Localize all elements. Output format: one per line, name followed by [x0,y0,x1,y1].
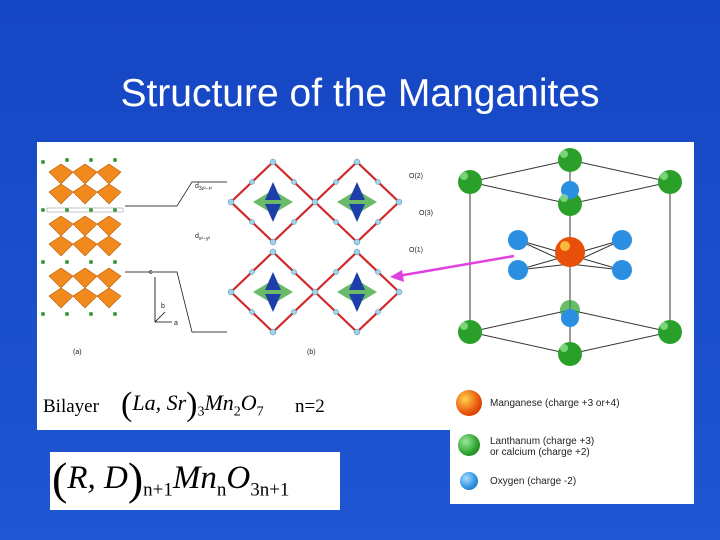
o2-label: O(2) [409,173,423,180]
d-3z2-label: d3z²−r² [195,183,212,192]
perovskite-cell-drawing [458,148,682,366]
oxygen-ball-icon [460,472,478,490]
legend-manganese: Manganese (charge +3 or+4) [456,390,620,416]
legend-lanthanum: Lanthanum (charge +3) or calcium (charge… [458,434,594,458]
perovskite-cell-figure: Manganese (charge +3 or+4) Lanthanum (ch… [450,142,694,504]
bilayer-formula: (La, Sr)3Mn2O7 [121,386,264,423]
panel-b-drawing: d3z²−r² dx²−y² O(2) O(3) O(1) (b) [195,158,433,356]
bilayer-formula-row: Bilayer (La, Sr)3Mn2O7 n=2 [37,384,450,430]
axis-c-label: c [149,269,153,276]
d-x2y2-label: dx²−y² [195,233,210,242]
crystal-structure-figure: c b a (a) [37,142,450,384]
axis-b-label: b [161,303,165,310]
o1-label: O(1) [409,247,423,254]
n-value: n=2 [295,396,325,417]
panel-a-drawing: c b a (a) [41,158,227,356]
axis-a-label: a [174,320,178,327]
panel-a-label: (a) [73,349,82,356]
lanthanum-ball-icon [458,434,480,456]
manganese-ball-icon [456,390,482,416]
general-formula: (R, D)n+1MnnO3n+1 [52,453,290,504]
pointer-arrow [390,254,515,282]
o3-label: O(3) [419,210,433,217]
slide-title: Structure of the Manganites [120,72,600,115]
bilayer-label: Bilayer [43,396,99,417]
crystal-structure-drawing: c b a (a) [41,158,433,356]
panel-b-label: (b) [307,349,316,356]
legend-oxygen: Oxygen (charge -2) [460,472,576,490]
general-formula-box: (R, D)n+1MnnO3n+1 [50,452,340,510]
